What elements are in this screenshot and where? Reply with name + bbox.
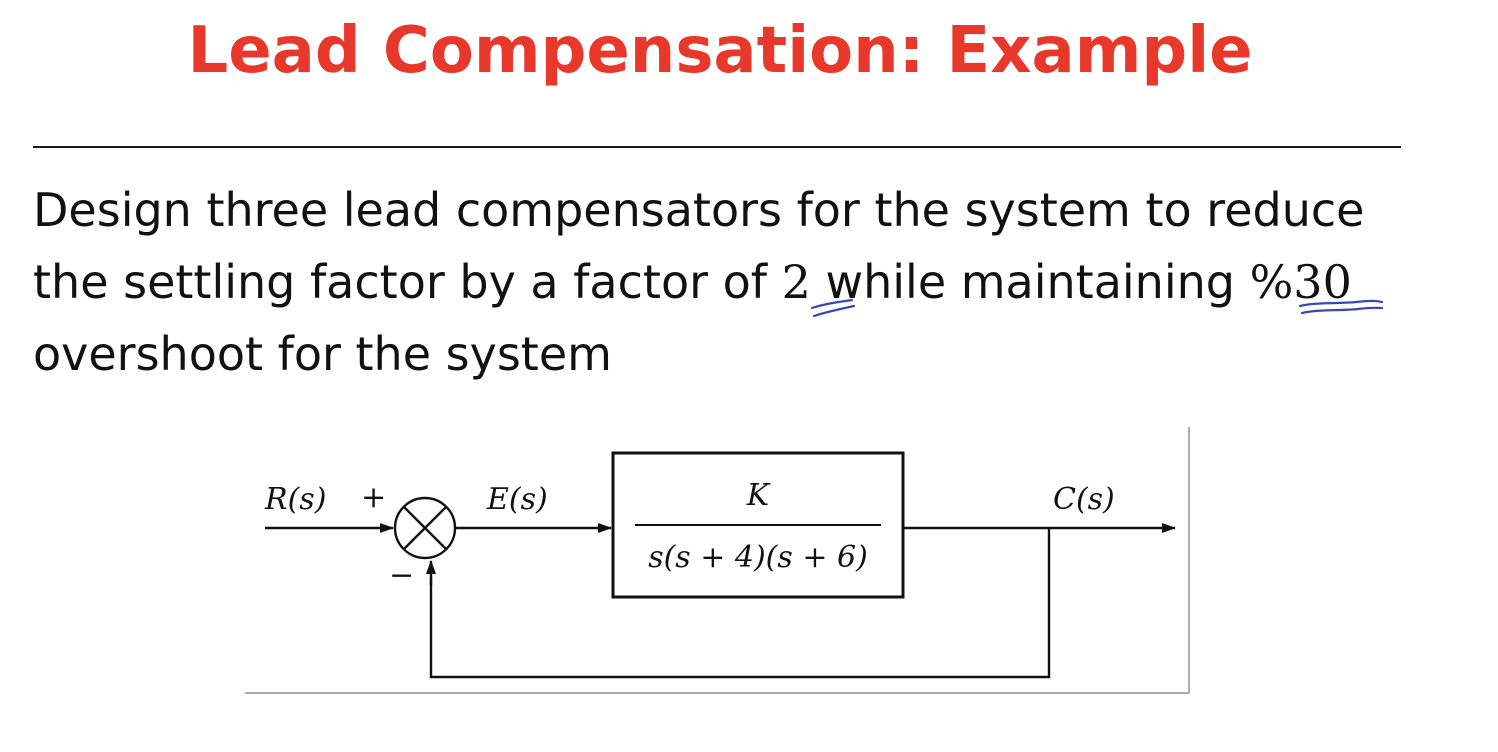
title-divider <box>33 146 1401 148</box>
block-diagram: R(s) + − E(s) K s(s + 4)(s + 6) C(s) <box>243 425 1193 697</box>
minus-sign: − <box>389 558 414 593</box>
slide-title: Lead Compensation: Example <box>187 14 1253 88</box>
error-label: E(s) <box>486 482 548 517</box>
feedback-path <box>429 528 1051 679</box>
overshoot-value: %30 <box>1249 255 1352 309</box>
statement-line-1: Design three lead compensators for the s… <box>33 183 1365 237</box>
input-label: R(s) <box>264 482 326 517</box>
factor-value: 2 <box>781 255 811 309</box>
plus-sign: + <box>361 480 386 515</box>
statement-line-2b: while maintaining <box>810 255 1250 309</box>
statement-line-3: overshoot for the system <box>33 327 612 381</box>
summing-junction <box>393 496 457 560</box>
transfer-function-denominator: s(s + 4)(s + 6) <box>648 540 868 575</box>
block-diagram-svg: R(s) + − E(s) K s(s + 4)(s + 6) C(s) <box>245 427 1190 694</box>
statement-line-2: the settling factor by a factor of 2 whi… <box>33 246 1453 318</box>
problem-statement: Design three lead compensators for the s… <box>33 174 1453 390</box>
statement-line-2a: the settling factor by a factor of <box>33 255 782 309</box>
transfer-function-numerator: K <box>746 478 771 513</box>
output-label: C(s) <box>1053 482 1115 517</box>
